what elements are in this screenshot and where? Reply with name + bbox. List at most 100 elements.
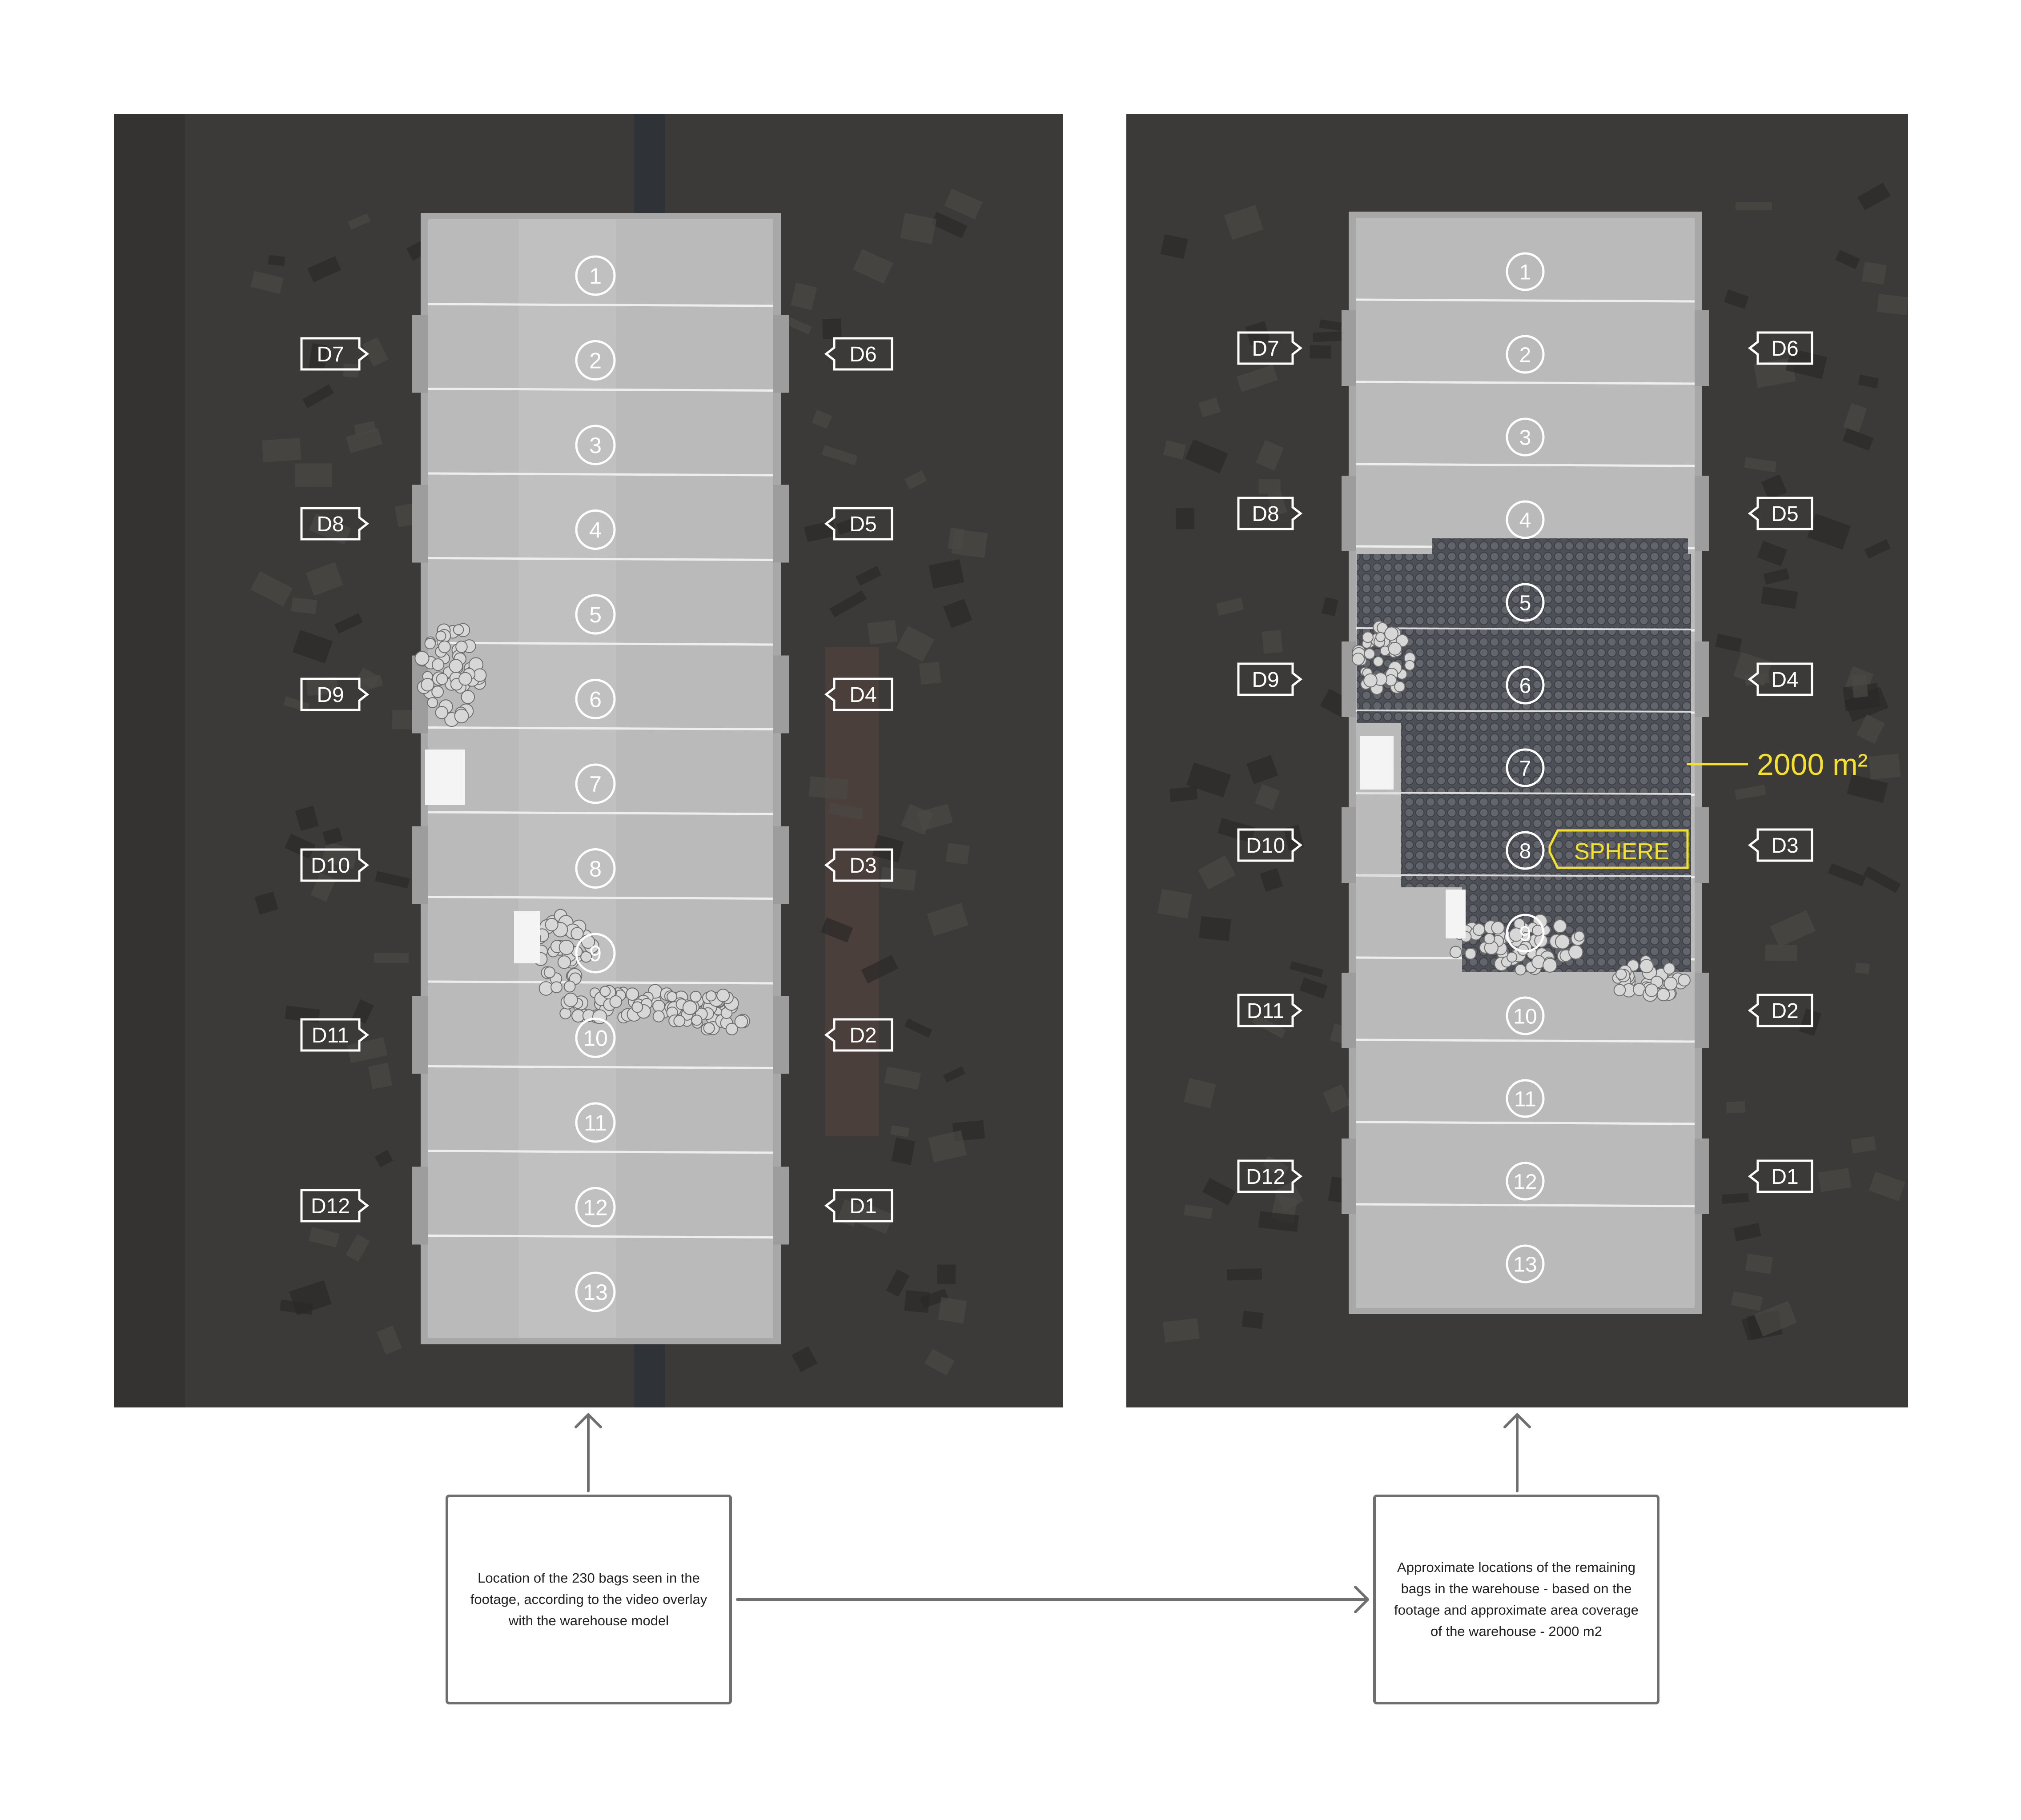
debris — [1763, 568, 1790, 585]
debris — [1753, 357, 1796, 388]
bag — [1363, 673, 1378, 688]
debris — [1863, 866, 1901, 893]
debris — [1724, 289, 1749, 309]
bag — [1404, 660, 1415, 671]
debris — [1715, 633, 1742, 652]
debris — [1202, 1178, 1236, 1206]
door-tag-D3 — [824, 848, 893, 882]
bay-number-6: 6 — [589, 687, 602, 712]
callout-right: Approximate locations of the remaining b… — [1373, 1495, 1659, 1704]
debris — [944, 188, 983, 220]
debris — [1731, 1291, 1763, 1311]
bay-marker-circle — [1506, 1079, 1545, 1118]
debris — [1876, 294, 1908, 315]
debris — [268, 255, 285, 266]
door-stub — [412, 826, 428, 904]
debris — [375, 871, 410, 889]
debris — [346, 428, 382, 453]
door-stub — [1342, 973, 1356, 1048]
bag — [609, 995, 623, 1008]
bay-divider — [1355, 463, 1695, 467]
bay-divider — [1355, 1038, 1695, 1043]
debris — [346, 1234, 370, 1262]
debris — [938, 1297, 967, 1324]
debris — [1828, 863, 1866, 886]
bag — [691, 1014, 703, 1026]
container-box — [425, 750, 465, 805]
door-label-D11: D11 — [1247, 999, 1285, 1023]
debris — [308, 1227, 340, 1248]
bag — [1509, 927, 1523, 942]
debris — [901, 804, 933, 835]
debris — [943, 598, 972, 628]
bay-number-1: 1 — [589, 264, 602, 289]
debris — [1757, 541, 1788, 566]
debris — [1754, 1300, 1797, 1337]
bay-marker-circle — [575, 933, 616, 974]
door-tag-D7 — [300, 337, 370, 371]
debris — [855, 565, 882, 586]
bay-number-5: 5 — [1519, 591, 1531, 615]
callout-left-text: Location of the 230 bags seen in the foo… — [470, 1570, 707, 1628]
parked-vehicle — [825, 647, 879, 1136]
door-stubs — [412, 315, 789, 1245]
debris — [928, 559, 964, 589]
door-label-D7: D7 — [317, 343, 344, 366]
bay-marker-circle — [575, 509, 616, 550]
bag — [1394, 681, 1406, 693]
bay-divider — [428, 726, 774, 730]
door-tag-D8 — [300, 507, 370, 541]
door-stub — [773, 655, 789, 734]
bag — [435, 630, 446, 641]
bay-marker-circle — [575, 763, 616, 804]
bay-marker-circle — [1506, 996, 1545, 1035]
bay-marker-circle — [575, 679, 616, 719]
door-label-D5: D5 — [1771, 502, 1798, 526]
sphere-annotation: SPHERE — [1548, 829, 1689, 869]
debris — [1843, 403, 1867, 433]
debris — [1319, 319, 1342, 331]
bag — [1543, 958, 1558, 973]
debris — [250, 571, 293, 607]
debris — [261, 438, 301, 462]
area-annotation: 2000 m² — [1687, 748, 1868, 782]
debris — [904, 470, 927, 490]
bag-coverage-top-row — [1432, 538, 1688, 556]
debris — [289, 1280, 332, 1315]
bag — [734, 1014, 748, 1029]
door-label-D4: D4 — [849, 683, 876, 707]
debris — [292, 629, 333, 664]
bag — [673, 1015, 686, 1027]
bay-number-7: 7 — [1519, 757, 1531, 780]
debris — [1198, 397, 1221, 417]
debris — [854, 1202, 894, 1234]
debris — [786, 317, 812, 335]
debris — [309, 343, 328, 371]
bag — [414, 651, 430, 666]
debris — [1745, 1254, 1773, 1274]
bay-marker-circle — [575, 848, 616, 889]
debris-texture — [250, 188, 988, 1375]
bag — [563, 993, 578, 1007]
debris — [943, 1066, 965, 1083]
debris — [1842, 428, 1874, 451]
bag — [1388, 641, 1402, 656]
debris — [890, 1125, 910, 1137]
bag — [427, 697, 438, 709]
debris — [1169, 786, 1198, 802]
bag — [690, 990, 702, 1002]
bay-marker-circle — [1506, 748, 1545, 787]
bag — [550, 981, 563, 994]
door-stub — [773, 485, 789, 563]
door-label-D4: D4 — [1771, 668, 1798, 692]
bay-marker-circle — [575, 594, 616, 635]
bay-divider — [428, 980, 774, 985]
bay-divider — [428, 472, 774, 477]
debris — [322, 827, 343, 846]
debris — [1736, 202, 1772, 210]
bag — [682, 1000, 697, 1015]
right-arrow-head — [1503, 1413, 1531, 1428]
